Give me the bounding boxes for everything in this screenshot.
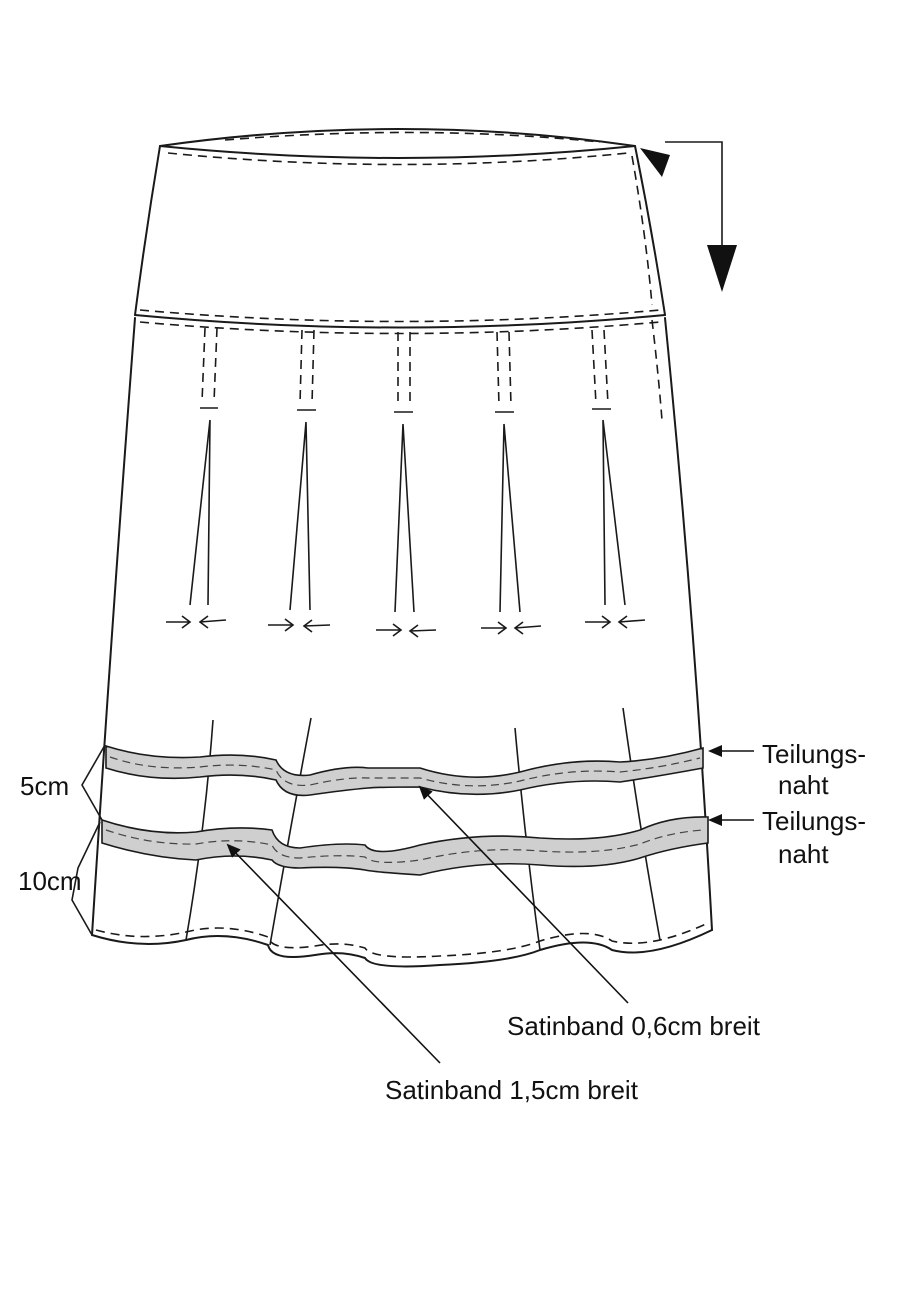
- pleat: [585, 329, 646, 629]
- dimension-5cm-label: 5cm: [20, 771, 70, 801]
- yoke-stitch-upper: [139, 309, 661, 323]
- ribbon-wide-label: Satinband 1,5cm breit: [385, 1075, 638, 1105]
- pleat: [166, 327, 227, 629]
- skirt-left-side: [91, 317, 136, 936]
- ribbon-wide: [101, 816, 709, 876]
- hem-edge: [91, 929, 713, 968]
- waistband-topstitch: [224, 131, 601, 143]
- waistband-left-side: [134, 145, 161, 316]
- seam-label-bottom-line2: naht: [778, 839, 829, 869]
- leader-lines: [226, 745, 754, 1064]
- pleat: [376, 332, 437, 638]
- skirt-side-stitch: [651, 319, 663, 421]
- pleat: [481, 331, 542, 635]
- dimension-brackets: [71, 744, 106, 936]
- yoke-stitch-lower: [139, 321, 661, 335]
- dimension-10cm-label: 10cm: [18, 866, 82, 896]
- seam-label-top-line2: naht: [778, 770, 829, 800]
- waistband-top-edge: [159, 128, 636, 147]
- seam-label-top-line1: Teilungs-: [762, 739, 867, 769]
- down-arrow-icon: [640, 141, 737, 292]
- ribbon-narrow: [105, 744, 704, 797]
- arrowhead-icon: [640, 148, 670, 177]
- pleats: [166, 327, 646, 638]
- waistband-side-stitch: [631, 155, 653, 306]
- waistband-front-stitch: [167, 152, 629, 166]
- seam-label-bottom-line1: Teilungs-: [762, 806, 867, 836]
- waistband: [134, 128, 666, 335]
- pleat: [268, 329, 331, 633]
- waistband-inner-edge: [159, 145, 636, 159]
- ribbon-narrow-label: Satinband 0,6cm breit: [507, 1011, 760, 1041]
- yoke-seam: [134, 314, 666, 329]
- waistband-right-side: [634, 145, 666, 316]
- hem-stitch: [95, 922, 709, 958]
